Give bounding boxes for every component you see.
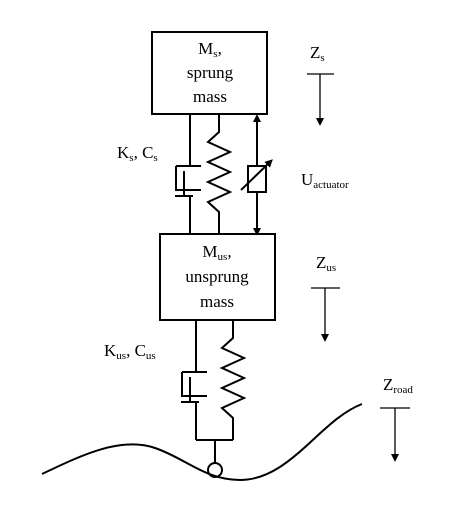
sprung-mass-block: Ms, sprung mass bbox=[151, 31, 268, 115]
zus-label: Zus bbox=[316, 253, 336, 274]
unsprung-mass-label-line2: unsprung bbox=[185, 267, 249, 286]
lower-damper bbox=[181, 320, 207, 440]
upper-damper bbox=[175, 114, 201, 234]
actuator bbox=[240, 114, 273, 236]
unsprung-mass-symbol: Mus, bbox=[202, 242, 231, 263]
lower-suspension-label: Kus, Cus bbox=[104, 341, 156, 362]
zs-label: Zs bbox=[310, 43, 325, 64]
zus-indicator: Zus bbox=[311, 253, 340, 342]
sprung-mass-label-line2: sprung bbox=[187, 63, 234, 82]
upper-suspension-label: Ks, Cs bbox=[117, 143, 158, 164]
zs-indicator: Zs bbox=[307, 43, 334, 126]
lower-spring bbox=[219, 320, 247, 440]
sprung-mass-label-line3: mass bbox=[193, 87, 227, 106]
upper-spring bbox=[205, 114, 233, 234]
zroad-indicator: Zroad bbox=[380, 375, 413, 462]
road-profile bbox=[41, 403, 363, 482]
zroad-label: Zroad bbox=[383, 375, 413, 396]
unsprung-mass-block: Mus, unsprung mass bbox=[159, 233, 276, 321]
sprung-mass-symbol: Ms, bbox=[198, 39, 222, 60]
unsprung-mass-label-line3: mass bbox=[200, 292, 234, 311]
actuator-label: Uactuator bbox=[301, 170, 349, 191]
